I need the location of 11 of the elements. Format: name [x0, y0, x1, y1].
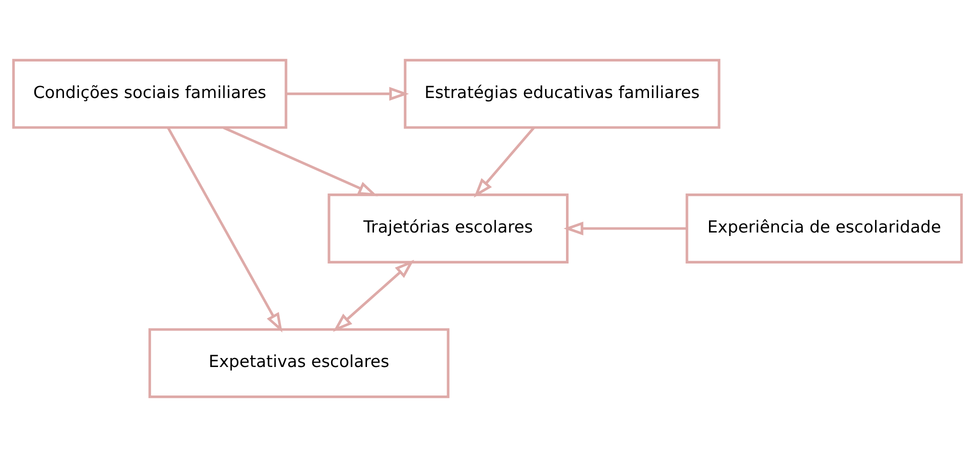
arrow [222, 126, 378, 196]
node-box: Expetativas escolares [148, 328, 449, 398]
node-box: Condições sociais familiares [12, 58, 287, 129]
node-box: Trajetórias escolares [327, 194, 568, 264]
arrow [286, 86, 408, 101]
arrow [332, 260, 414, 332]
arrow [473, 126, 534, 198]
arrow [563, 222, 686, 236]
node-box: Estratégias educativas familiares [403, 58, 720, 129]
arrow [166, 127, 282, 333]
node-box: Experiência de escolaridade [685, 194, 962, 264]
